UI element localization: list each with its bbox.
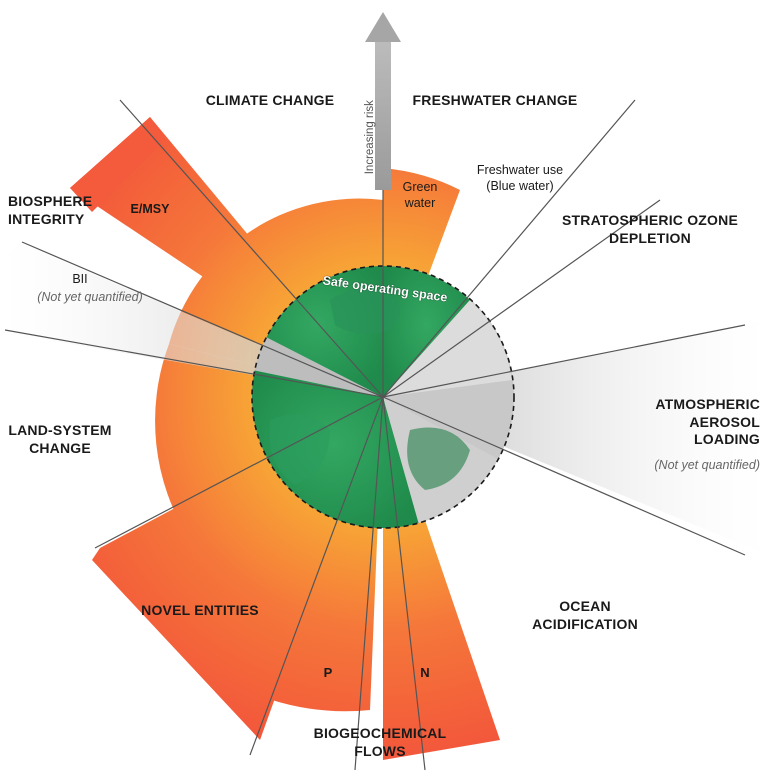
ocean-line2: ACIDIFICATION [532, 615, 638, 632]
biogeo-p-label: P [323, 665, 333, 680]
land-line2: CHANGE [29, 439, 91, 456]
divider-lines [4, 80, 746, 771]
green-water-line1: Green [402, 180, 438, 194]
emsy-outer [70, 117, 165, 212]
aerosol-not-quantified-label: (Not yet quantified) [654, 458, 760, 472]
ocean-acidification-label: OCEAN ACIDIFICATION [515, 598, 655, 633]
green-water-label: Green water [385, 180, 455, 211]
green-water-line2: water [404, 195, 436, 210]
land-system-change-label: LAND-SYSTEM CHANGE [5, 422, 115, 457]
bii-not-quantified-label: (Not yet quantified) [37, 290, 143, 304]
aerosol-label: ATMOSPHERIC AEROSOL LOADING [620, 396, 760, 449]
biogeochemical-flows-label: BIOGEOCHEMICAL FLOWS [300, 725, 460, 760]
increasing-risk-arrow [365, 12, 401, 190]
freshwater-use-label: Freshwater use (Blue water) [450, 163, 590, 194]
ozone-line2: DEPLETION [609, 229, 691, 246]
biosphere-line1: BIOSPHERE [8, 193, 93, 209]
novel-entities-label: NOVEL ENTITIES [141, 602, 259, 618]
aerosol-line2: AEROSOL [689, 413, 760, 430]
aerosol-line1: ATMOSPHERIC [655, 396, 760, 412]
freshwater-use-line: Freshwater use [476, 163, 564, 177]
biogeo-line2: FLOWS [354, 742, 406, 759]
climate-change-label: CLIMATE CHANGE [205, 92, 335, 108]
biogeo-n-label: N [420, 665, 430, 680]
blue-water-line: (Blue water) [486, 178, 554, 193]
increasing-risk-label: Increasing risk [363, 100, 376, 175]
freshwater-change-label: FRESHWATER CHANGE [412, 92, 578, 108]
biogeo-line1: BIOGEOCHEMICAL [313, 725, 447, 741]
ozone-label: STRATOSPHERIC OZONE DEPLETION [555, 212, 745, 247]
ocean-line1: OCEAN [559, 598, 611, 614]
ozone-line1: STRATOSPHERIC OZONE [562, 212, 738, 228]
bii-label: BII [72, 272, 88, 286]
biosphere-integrity-label: BIOSPHERE INTEGRITY [8, 193, 108, 228]
aerosol-line3: LOADING [694, 431, 760, 447]
emsy-label: E/MSY [130, 202, 170, 216]
biosphere-line2: INTEGRITY [8, 210, 85, 227]
land-line1: LAND-SYSTEM [8, 422, 112, 438]
